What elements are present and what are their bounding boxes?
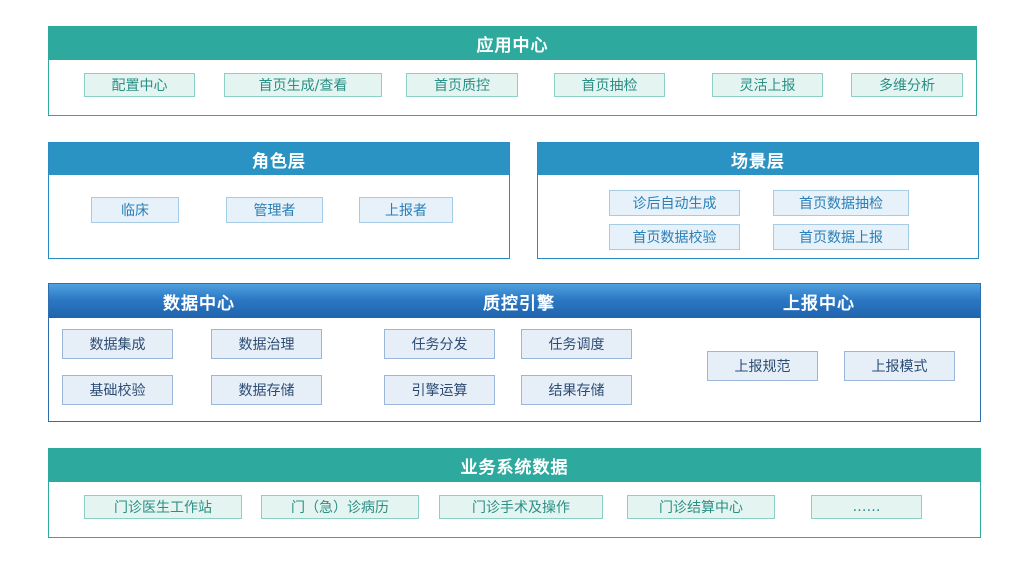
- scene-layer-panel: 场景层 诊后自动生成 首页数据抽检 首页数据校验 首页数据上报: [537, 142, 979, 259]
- qc-engine-item-dispatch[interactable]: 任务分发: [384, 329, 495, 359]
- role-item-clinical[interactable]: 临床: [91, 197, 179, 223]
- data-center-item-basic-validation[interactable]: 基础校验: [62, 375, 173, 405]
- business-item-emergency-records[interactable]: 门（急）诊病历: [261, 495, 419, 519]
- report-center-title: 上报中心: [783, 293, 855, 314]
- business-data-title: 业务系统数据: [49, 449, 980, 482]
- role-layer-title: 角色层: [49, 143, 509, 175]
- qc-engine-title: 质控引擎: [483, 293, 555, 314]
- scene-layer-title: 场景层: [538, 143, 978, 175]
- app-center-title: 应用中心: [49, 27, 976, 60]
- data-center-item-storage[interactable]: 数据存储: [211, 375, 322, 405]
- role-layer-panel: 角色层 临床 管理者 上报者: [48, 142, 510, 259]
- core-title-bar: 数据中心 质控引擎 上报中心: [49, 284, 980, 318]
- scene-item-data-sampling[interactable]: 首页数据抽检: [773, 190, 909, 216]
- role-item-reporter[interactable]: 上报者: [359, 197, 453, 223]
- qc-engine-item-result-storage[interactable]: 结果存储: [521, 375, 632, 405]
- report-center-item-spec[interactable]: 上报规范: [707, 351, 818, 381]
- business-item-more[interactable]: ……: [811, 495, 922, 519]
- app-item-config[interactable]: 配置中心: [84, 73, 195, 97]
- data-center-title: 数据中心: [163, 293, 235, 314]
- app-item-homepage-generate[interactable]: 首页生成/查看: [224, 73, 382, 97]
- app-item-flexible-report[interactable]: 灵活上报: [712, 73, 823, 97]
- business-item-clinic-workstation[interactable]: 门诊医生工作站: [84, 495, 242, 519]
- business-item-clinic-surgery[interactable]: 门诊手术及操作: [439, 495, 603, 519]
- core-panel: 数据中心 质控引擎 上报中心 数据集成 数据治理 基础校验 数据存储 任务分发 …: [48, 283, 981, 422]
- business-item-settlement-center[interactable]: 门诊结算中心: [627, 495, 775, 519]
- scene-item-auto-generate[interactable]: 诊后自动生成: [609, 190, 740, 216]
- app-item-homepage-qc[interactable]: 首页质控: [406, 73, 518, 97]
- business-data-panel: 业务系统数据 门诊医生工作站 门（急）诊病历 门诊手术及操作 门诊结算中心 ……: [48, 448, 981, 538]
- app-center-panel: 应用中心 配置中心 首页生成/查看 首页质控 首页抽检 灵活上报 多维分析: [48, 26, 977, 116]
- role-item-manager[interactable]: 管理者: [226, 197, 323, 223]
- scene-item-data-report[interactable]: 首页数据上报: [773, 224, 909, 250]
- scene-item-data-validation[interactable]: 首页数据校验: [609, 224, 740, 250]
- qc-engine-item-computation[interactable]: 引擎运算: [384, 375, 495, 405]
- app-item-multidim-analysis[interactable]: 多维分析: [851, 73, 963, 97]
- app-item-homepage-sampling[interactable]: 首页抽检: [554, 73, 665, 97]
- data-center-item-integration[interactable]: 数据集成: [62, 329, 173, 359]
- report-center-item-mode[interactable]: 上报模式: [844, 351, 955, 381]
- data-center-item-governance[interactable]: 数据治理: [211, 329, 322, 359]
- qc-engine-item-scheduling[interactable]: 任务调度: [521, 329, 632, 359]
